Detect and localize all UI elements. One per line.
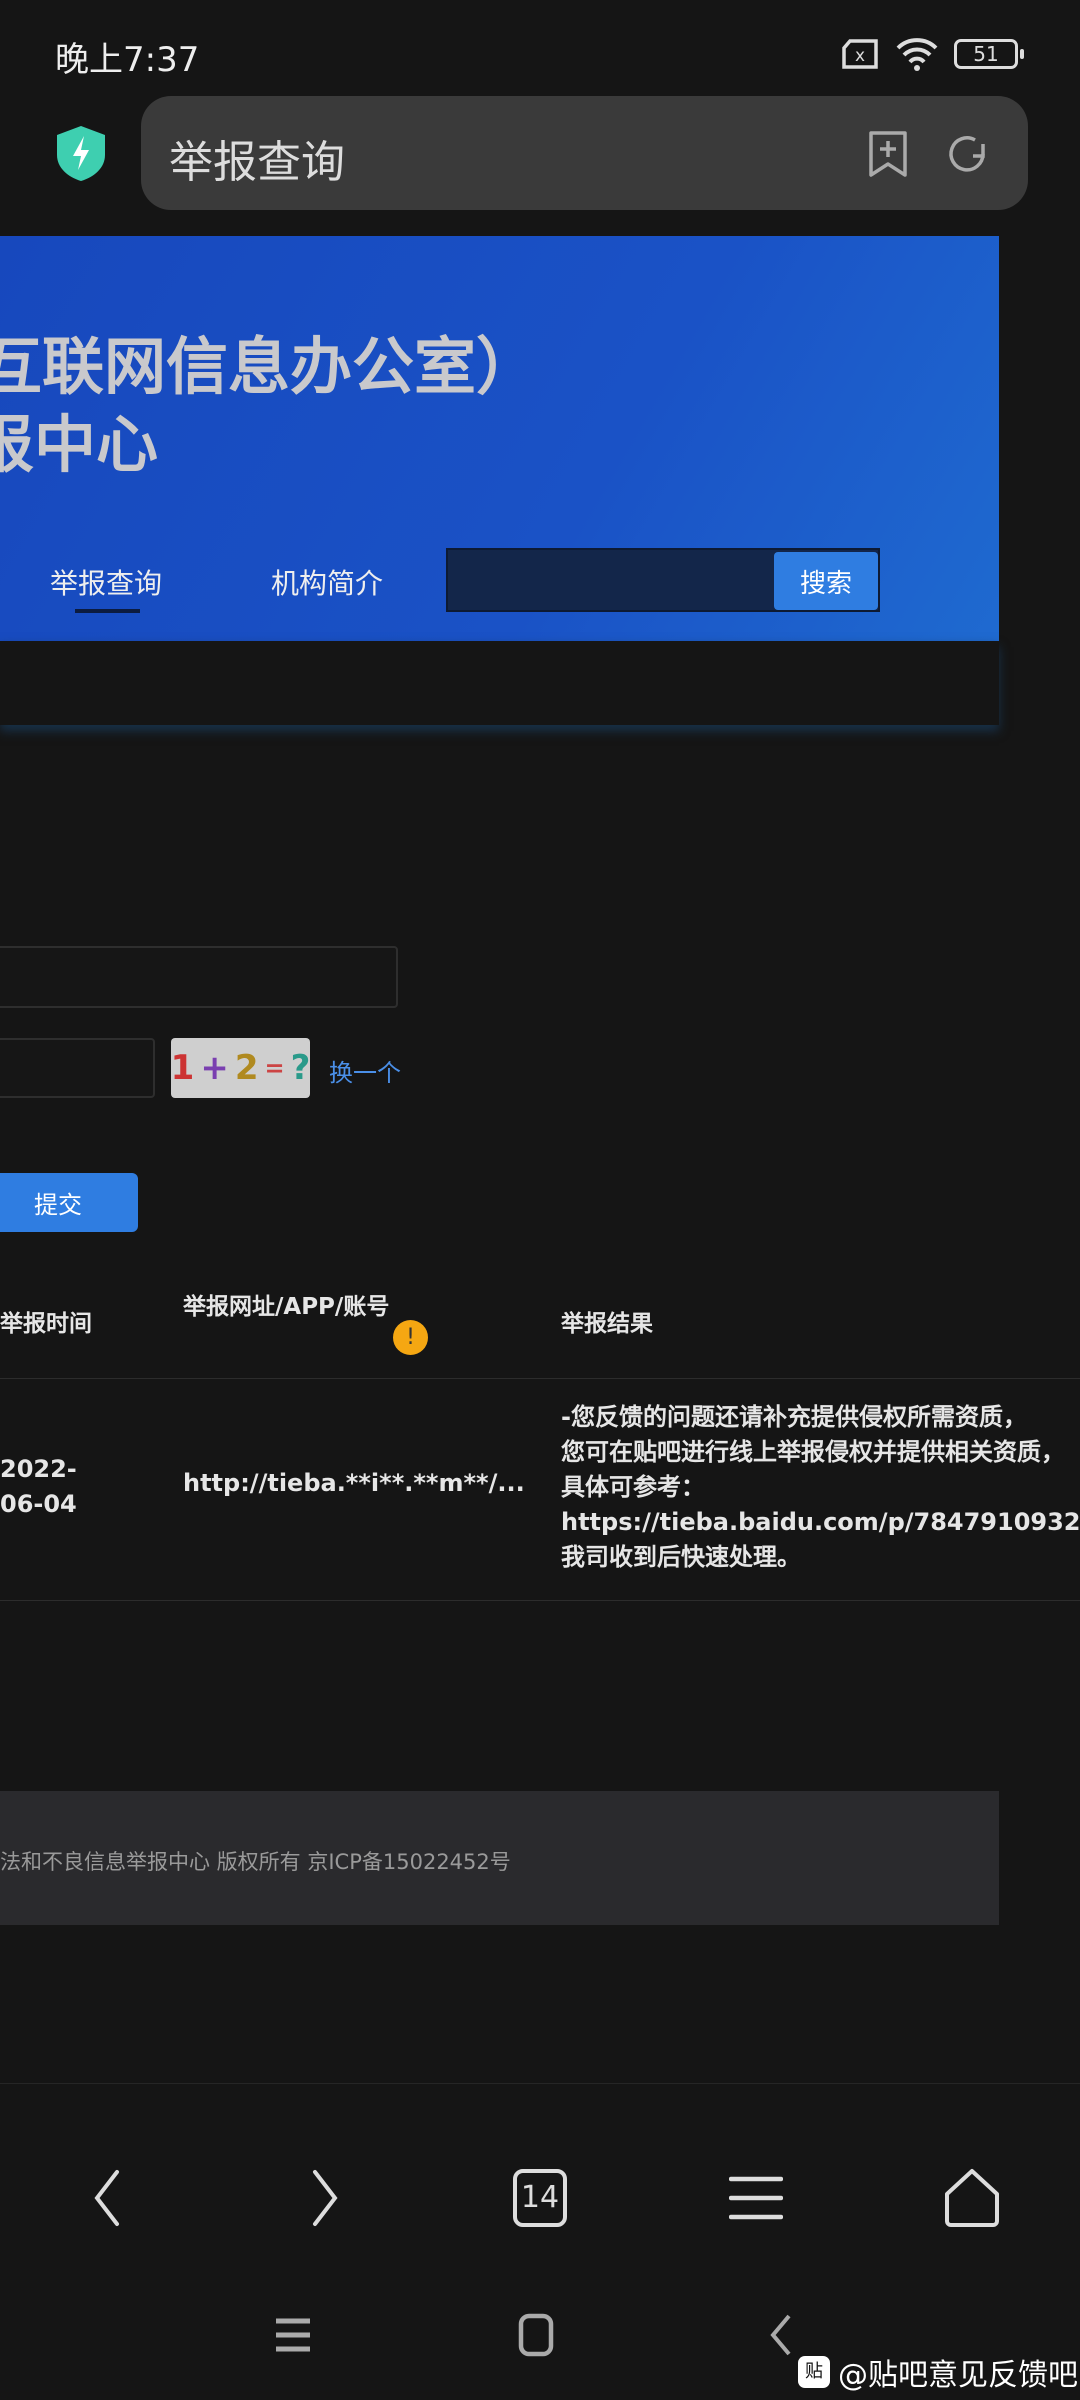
watermark: 贴 @贴吧意见反馈吧 (798, 2350, 1078, 2394)
captcha-input[interactable] (0, 1038, 155, 1098)
chevron-left-icon (94, 2170, 119, 2226)
nav-report-query[interactable]: 举报查询 (50, 567, 163, 600)
menu-icon (729, 2176, 783, 2220)
table-divider (0, 1600, 1080, 1601)
report-date-line: 2022- (0, 1455, 77, 1483)
tabs-button[interactable]: 14 (505, 2163, 575, 2233)
captcha-char: = (264, 1054, 285, 1082)
no-sim-icon: x (842, 39, 878, 69)
system-recents-button[interactable] (263, 2305, 323, 2365)
recents-icon (276, 2318, 310, 2352)
site-footer (0, 1791, 999, 1925)
site-banner: 互联网信息办公室） 报中心 举报查询 机构简介 搜索 (0, 236, 999, 641)
table-divider (0, 1378, 1080, 1379)
captcha-char: 1 (170, 1048, 195, 1088)
site-title-line2: 报中心 (0, 408, 159, 481)
report-url: http://tieba.**i**.**m**/... (183, 1469, 525, 1497)
watermark-text: @贴吧意见反馈吧 (838, 2358, 1078, 2393)
svg-text:x: x (855, 46, 865, 66)
submit-button[interactable]: 提交 (0, 1173, 138, 1232)
column-header-url: 举报网址/APP/账号 (183, 1294, 390, 1320)
result-line: 您可在贴吧进行线上举报侵权并提供相关资质， (561, 1438, 1065, 1466)
result-line: 具体可参考： (561, 1473, 705, 1501)
address-bar[interactable]: 举报查询 (141, 96, 1028, 210)
add-bookmark-icon[interactable] (867, 130, 909, 178)
warning-icon[interactable]: ! (393, 1320, 428, 1355)
system-back-button[interactable] (751, 2305, 811, 2365)
system-home-button[interactable] (506, 2305, 566, 2365)
home-square-icon (518, 2313, 554, 2357)
wifi-icon (896, 38, 938, 71)
back-icon (770, 2314, 791, 2356)
report-result: -您反馈的问题还请补充提供侵权所需资质， 您可在贴吧进行线上举报侵权并提供相关资… (561, 1400, 1080, 1575)
report-date: 2022- 06-04 (0, 1452, 77, 1522)
home-button[interactable] (937, 2163, 1007, 2233)
captcha-char: + (200, 1048, 229, 1088)
report-date-line: 06-04 (0, 1490, 77, 1518)
column-header-time: 举报时间 (0, 1311, 92, 1337)
result-line: -您反馈的问题还请补充提供侵权所需资质， (561, 1403, 1027, 1431)
footer-copyright: 法和不良信息举报中心 版权所有 京ICP备15022452号 (0, 1850, 511, 1874)
home-icon (945, 2169, 999, 2227)
tieba-logo: 贴 (798, 2356, 830, 2388)
result-line: 我司收到后快速处理。 (561, 1543, 801, 1571)
result-link[interactable]: https://tieba.baidu.com/p/7847910932# (561, 1508, 1080, 1536)
toolbar-divider (0, 2083, 1080, 2084)
captcha-image[interactable]: 1 + 2 = ? (171, 1038, 310, 1098)
reload-icon[interactable] (945, 132, 989, 176)
site-search-button[interactable]: 搜索 (774, 552, 878, 610)
security-shield-icon[interactable] (55, 124, 107, 182)
forward-button[interactable] (292, 2163, 362, 2233)
captcha-char: ? (290, 1048, 311, 1088)
site-title-line1: 互联网信息办公室） (0, 330, 539, 403)
status-icons: x 51 (840, 36, 1024, 72)
nav-about[interactable]: 机构简介 (271, 567, 384, 600)
column-header-result: 举报结果 (561, 1311, 653, 1337)
tab-count: 14 (513, 2169, 567, 2227)
page-title: 举报查询 (169, 137, 345, 188)
banner-strip (0, 641, 999, 725)
status-time: 晚上7:37 (55, 40, 200, 80)
nav-active-indicator (75, 609, 140, 613)
chevron-right-icon (313, 2170, 338, 2226)
battery-indicator: 51 (954, 39, 1024, 69)
report-id-input[interactable] (0, 946, 398, 1008)
menu-button[interactable] (721, 2163, 791, 2233)
captcha-char: 2 (234, 1048, 259, 1088)
captcha-refresh-link[interactable]: 换一个 (329, 1059, 401, 1087)
back-button[interactable] (70, 2163, 140, 2233)
site-search-input[interactable]: 搜索 (446, 548, 880, 612)
